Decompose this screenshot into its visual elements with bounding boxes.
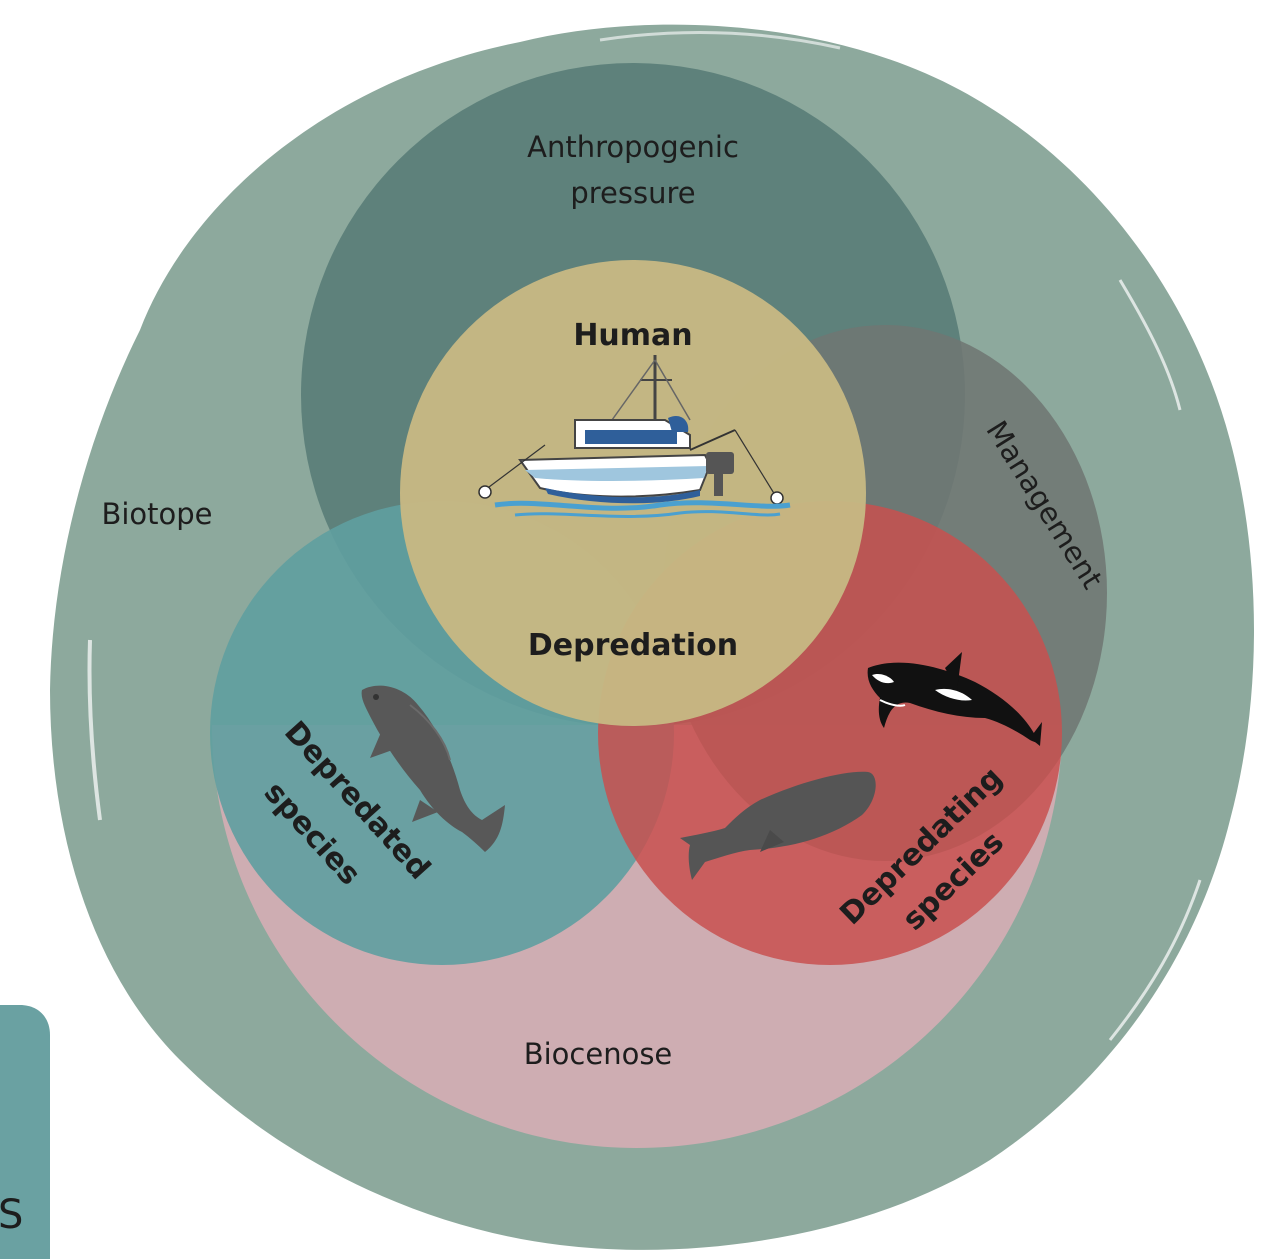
fishing-boat-icon xyxy=(478,355,791,518)
corner-partial-label: S xyxy=(0,1192,23,1238)
biocenose-label: Biocenose xyxy=(524,1037,673,1071)
sperm-whale-icon xyxy=(680,771,876,880)
corner-teal-box: S xyxy=(0,1005,50,1259)
orca-icon xyxy=(867,652,1042,746)
anthropogenic-label-line2: pressure xyxy=(570,176,695,210)
depredation-label: Depredation xyxy=(528,628,738,663)
human-label: Human xyxy=(573,318,692,353)
biotope-label: Biotope xyxy=(101,497,212,531)
anthropogenic-label-line1: Anthropogenic xyxy=(527,130,739,164)
fish-icon xyxy=(361,685,505,852)
